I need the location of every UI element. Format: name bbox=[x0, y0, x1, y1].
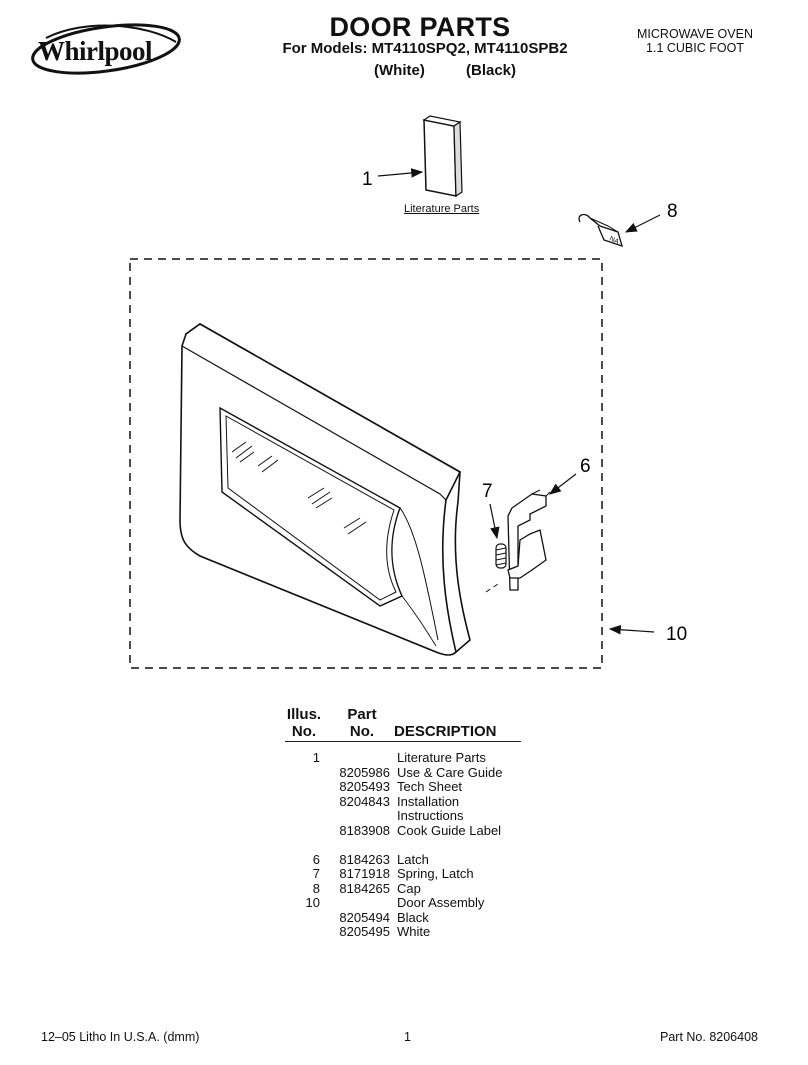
variant-black: (Black) bbox=[466, 62, 517, 79]
latch-part bbox=[507, 489, 551, 591]
literature-booklet bbox=[422, 115, 463, 198]
spring-part bbox=[495, 543, 507, 569]
part-no: 8204843 bbox=[339, 793, 390, 809]
header-part-no: Part No. bbox=[347, 706, 377, 740]
description: Literature Parts bbox=[397, 750, 486, 765]
appliance-info: MICROWAVE OVEN 1.1 CUBIC FOOT bbox=[610, 27, 780, 55]
header-description: DESCRIPTION bbox=[394, 723, 497, 740]
part-no: 8205494 bbox=[339, 909, 390, 925]
literature-caption: Literature Parts bbox=[404, 203, 480, 215]
description: Use & Care Guide bbox=[397, 764, 503, 780]
models-line: For Models: MT4110SPQ2, MT4110SPB2 bbox=[282, 40, 568, 57]
part-no: 8205493 bbox=[339, 779, 390, 794]
footer-part-number: Part No. 8206408 bbox=[660, 1030, 758, 1044]
description: Door Assembly bbox=[397, 895, 485, 910]
cap-part: NA bbox=[578, 213, 623, 248]
description: Installation bbox=[397, 793, 460, 809]
callout-8: 8 bbox=[667, 201, 678, 222]
footer-page-number: 1 bbox=[404, 1030, 411, 1044]
description: Spring, Latch bbox=[397, 866, 474, 881]
logo-swirl-icon bbox=[31, 23, 181, 75]
header-illus-no: Illus. No. bbox=[286, 706, 322, 740]
part-no: 8171918 bbox=[339, 866, 390, 881]
description: Black bbox=[397, 909, 429, 925]
cap-marking: NA bbox=[608, 235, 620, 246]
part-no: 8184265 bbox=[339, 880, 390, 896]
description: Latch bbox=[397, 851, 429, 867]
illus-no: 7 bbox=[312, 866, 320, 881]
page-title: DOOR PARTS bbox=[329, 12, 511, 42]
footer-litho: 12–05 Litho In U.S.A. (dmm) bbox=[41, 1030, 200, 1044]
variant-white: (White) bbox=[374, 62, 425, 79]
description: Cap bbox=[397, 880, 421, 896]
appliance-capacity: 1.1 CUBIC FOOT bbox=[646, 41, 744, 55]
description: Cook Guide Label bbox=[397, 822, 502, 838]
illus-no: 10 bbox=[305, 895, 320, 910]
appliance-type: MICROWAVE OVEN bbox=[637, 27, 753, 41]
callout-1: 1 bbox=[362, 169, 373, 190]
description: Instructions bbox=[397, 808, 464, 823]
door-parts-diagram: 1 NA 8 10 6 bbox=[129, 115, 687, 669]
part-no: 8205986 bbox=[339, 764, 390, 780]
description: Tech Sheet bbox=[397, 779, 463, 794]
part-no: 8184263 bbox=[339, 851, 390, 867]
description: White bbox=[397, 924, 431, 939]
brand-name: Whirlpool bbox=[38, 36, 153, 66]
illus-no: 6 bbox=[312, 851, 320, 867]
callout-10: 10 bbox=[666, 624, 687, 645]
whirlpool-logo: Whirlpool bbox=[26, 20, 186, 78]
callout-7: 7 bbox=[482, 481, 493, 502]
door-panel bbox=[179, 323, 471, 656]
part-no: 8205495 bbox=[339, 924, 390, 939]
header-rule bbox=[285, 741, 521, 742]
illus-no: 8 bbox=[312, 880, 320, 896]
door-assembly-boundary bbox=[129, 258, 603, 669]
callout-6: 6 bbox=[580, 456, 591, 477]
part-no: 8183908 bbox=[339, 822, 390, 838]
illus-no: 1 bbox=[312, 750, 320, 765]
